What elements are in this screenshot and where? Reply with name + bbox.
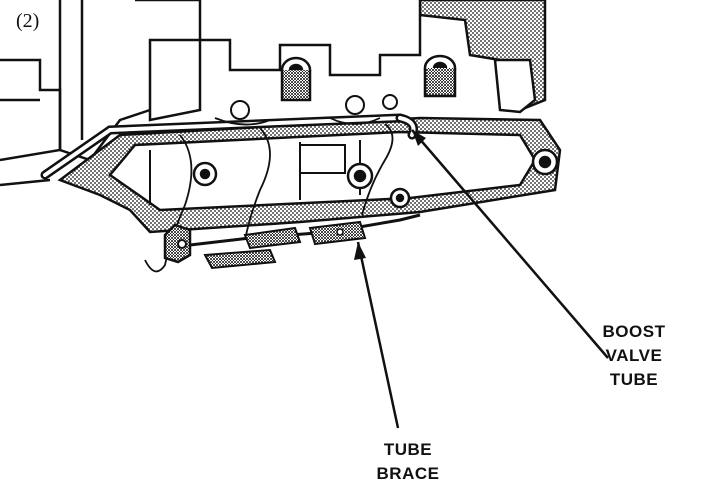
leader-lines: [356, 129, 609, 429]
valve-body-housing: [135, 0, 547, 122]
housing-bolts: [230, 94, 398, 120]
tube-brace-arrowhead: [354, 242, 366, 260]
tube-clamps: [144, 117, 394, 273]
boost-valve-tube-leader: [411, 129, 609, 359]
boost-valve-tube-label: BOOST VALVE TUBE: [598, 320, 670, 392]
leader-arrowheads: [354, 130, 426, 260]
boost-valve-tube-label-line-3: TUBE: [609, 370, 659, 389]
transmission-case: [0, 0, 151, 187]
boost-valve-tube: [40, 113, 418, 180]
figure-corner-mark: (2): [16, 10, 40, 32]
valve-fitting-right: [423, 54, 457, 98]
plate-bolt-holes: [192, 148, 559, 209]
tube-brace: [163, 213, 421, 270]
tube-brace-leader: [356, 241, 400, 429]
tube-brace-label-line-2: BRACE: [376, 464, 440, 483]
boost-valve-tube-label-line-1: BOOST: [602, 322, 666, 341]
valve-fitting-left: [280, 56, 312, 102]
boost-valve-tube-arrowhead: [412, 130, 426, 146]
tube-brace-label-line-1: TUBE: [383, 440, 433, 459]
boost-valve-tube-label-line-2: VALVE: [605, 346, 663, 365]
tube-brace-label: TUBE BRACE: [368, 438, 448, 486]
